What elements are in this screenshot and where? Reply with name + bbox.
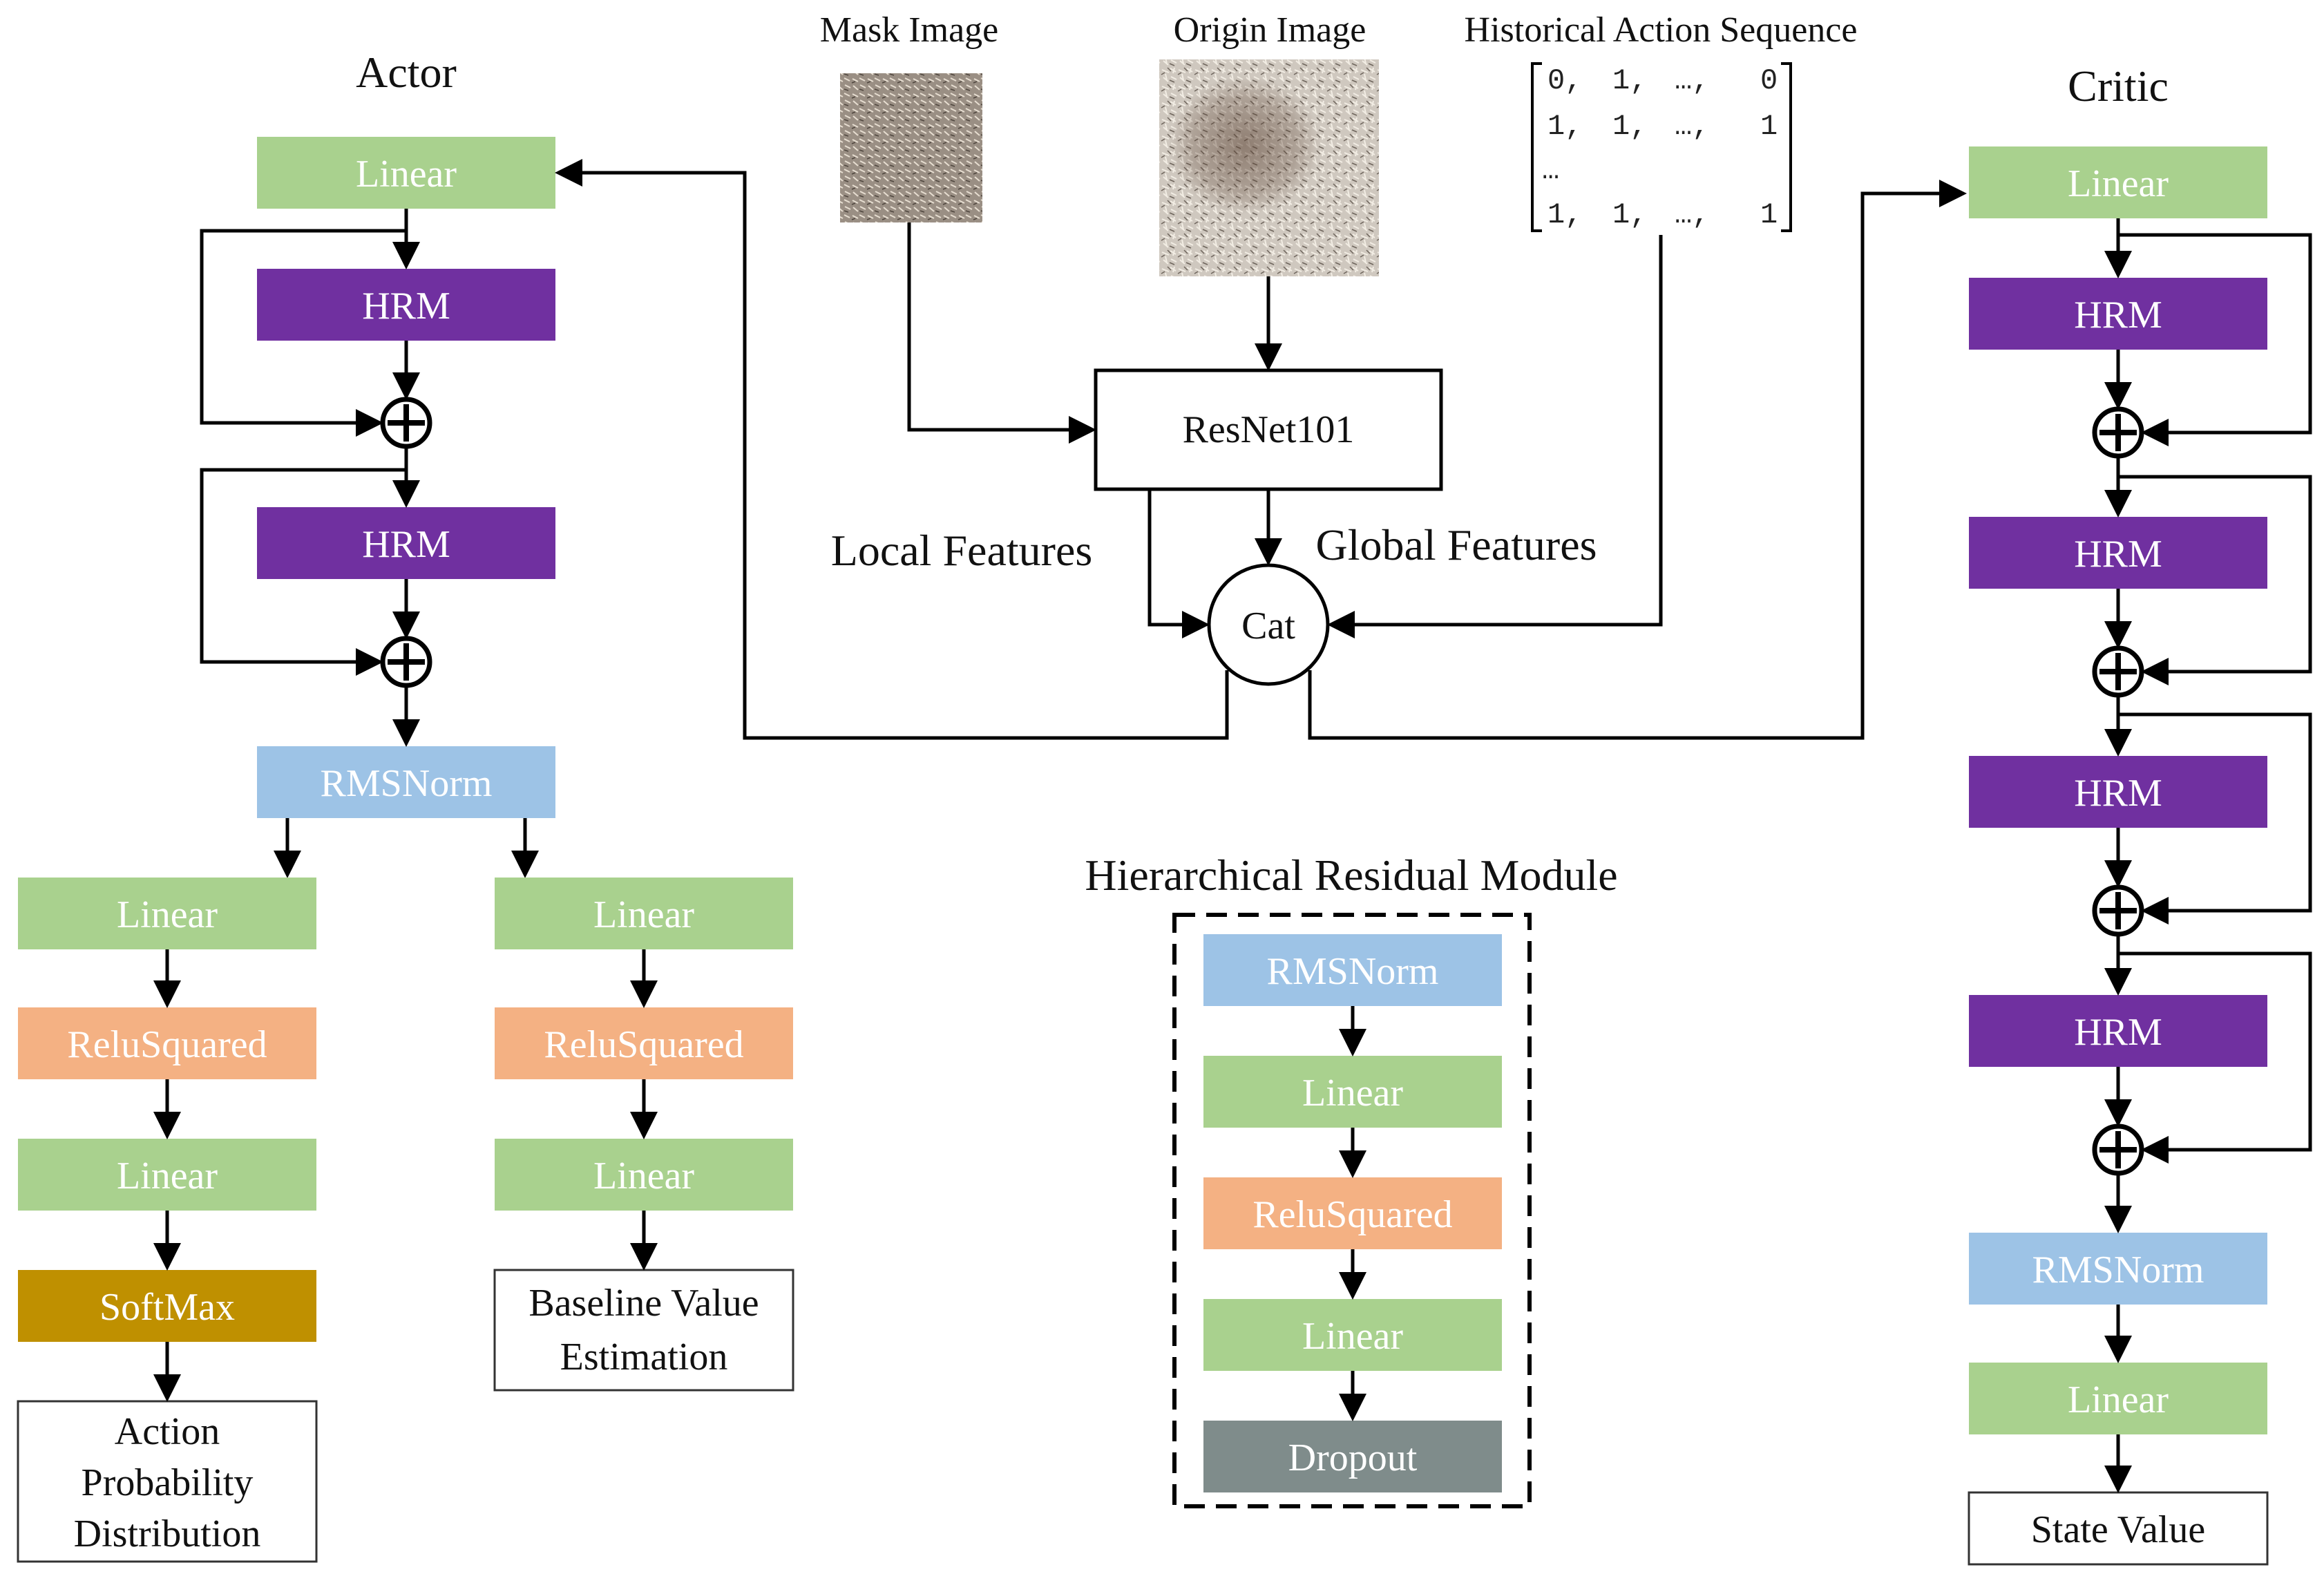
actor-connectors: [200, 209, 539, 878]
matrix-cell: 1,: [1612, 198, 1647, 231]
svg-text:Linear: Linear: [117, 893, 218, 936]
matrix-cell: …,: [1675, 198, 1709, 231]
svg-text:Linear: Linear: [593, 893, 694, 936]
svg-text:ReluSquared: ReluSquared: [1253, 1193, 1452, 1236]
global-features-label: Global Features: [1316, 520, 1597, 569]
actor-softmax-block: SoftMax: [18, 1270, 316, 1342]
actor-left-linear-1: Linear: [18, 878, 316, 949]
matrix-cell: 1,: [1612, 64, 1647, 97]
actor-left-relusquared: ReluSquared: [18, 1007, 316, 1079]
hrm-module-dropout: Dropout: [1203, 1421, 1502, 1492]
actor-title: Actor: [356, 48, 457, 97]
svg-text:HRM: HRM: [2074, 294, 2162, 336]
critic-hrm-block-4: HRM: [1969, 995, 2267, 1067]
svg-text:Linear: Linear: [1302, 1072, 1403, 1115]
critic-title: Critic: [2068, 61, 2169, 111]
actor-right-linear-1: Linear: [495, 878, 793, 949]
svg-text:Probability: Probability: [82, 1461, 254, 1504]
matrix-cell: …: [1542, 154, 1559, 187]
matrix-cell: 1,: [1547, 198, 1582, 231]
svg-text:State Value: State Value: [2031, 1508, 2205, 1551]
resnet101-block: ResNet101: [1094, 368, 1443, 491]
action-sequence-matrix: 0, 1, …, 0 1, 1, …, 1 … 1, 1, …, 1: [1531, 62, 1792, 232]
local-features-label: Local Features: [831, 526, 1093, 575]
actor-left-linear-2: Linear: [18, 1139, 316, 1211]
actor-right-linear-2: Linear: [495, 1139, 793, 1211]
hrm-module-linear-1: Linear: [1203, 1056, 1502, 1128]
svg-text:Linear: Linear: [1302, 1315, 1403, 1358]
actor-add-icon-2: [380, 636, 432, 688]
matrix-cell: 1: [1760, 198, 1778, 231]
origin-image-label: Origin Image: [1174, 10, 1366, 50]
actor-hrm-block-1: HRM: [257, 269, 555, 341]
critic-add-icon-3: [2092, 884, 2144, 937]
origin-image-thumbnail: [1159, 59, 1379, 276]
matrix-cell: 1: [1760, 110, 1778, 143]
svg-text:ResNet101: ResNet101: [1183, 408, 1355, 451]
critic-connectors: [2104, 218, 2312, 1493]
critic-hrm-block-2: HRM: [1969, 517, 2267, 589]
actor-add-icon-1: [380, 397, 432, 449]
matrix-cell: 1,: [1612, 110, 1647, 143]
cat-node: Cat: [1207, 563, 1330, 686]
critic-add-icon-2: [2092, 645, 2144, 698]
matrix-cell: …,: [1675, 110, 1709, 143]
svg-text:HRM: HRM: [2074, 533, 2162, 576]
svg-text:Estimation: Estimation: [560, 1336, 728, 1378]
svg-text:SoftMax: SoftMax: [99, 1286, 235, 1329]
state-value-output: State Value: [1968, 1491, 2269, 1566]
mask-image-label: Mask Image: [820, 10, 998, 50]
critic-rmsnorm-block: RMSNorm: [1969, 1233, 2267, 1305]
critic-add-icon-4: [2092, 1123, 2144, 1176]
hrm-module-title: Hierarchical Residual Module: [1085, 851, 1617, 900]
svg-text:Linear: Linear: [2068, 1378, 2169, 1421]
svg-text:Linear: Linear: [593, 1155, 694, 1197]
svg-text:RMSNorm: RMSNorm: [2032, 1249, 2204, 1291]
hrm-module-rmsnorm: RMSNorm: [1203, 934, 1502, 1006]
critic-hrm-block-1: HRM: [1969, 278, 2267, 350]
svg-text:ReluSquared: ReluSquared: [67, 1023, 267, 1066]
svg-text:HRM: HRM: [362, 523, 450, 566]
svg-text:Dropout: Dropout: [1288, 1436, 1418, 1479]
hrm-module-frame: [1172, 913, 1532, 1508]
actor-right-relusquared: ReluSquared: [495, 1007, 793, 1079]
matrix-cell: 0,: [1547, 64, 1582, 97]
svg-text:Linear: Linear: [2068, 162, 2169, 205]
svg-text:Baseline Value: Baseline Value: [528, 1282, 759, 1325]
svg-text:Distribution: Distribution: [74, 1513, 261, 1555]
center-connectors: [555, 159, 1967, 740]
svg-text:Linear: Linear: [356, 153, 457, 196]
actor-rmsnorm-block: RMSNorm: [257, 746, 555, 818]
matrix-cell: …,: [1675, 64, 1709, 97]
hrm-module-relusquared: ReluSquared: [1203, 1177, 1502, 1249]
svg-text:HRM: HRM: [2074, 1011, 2162, 1054]
svg-text:RMSNorm: RMSNorm: [321, 762, 493, 805]
svg-text:HRM: HRM: [362, 285, 450, 328]
critic-linear-block-2: Linear: [1969, 1363, 2267, 1434]
actor-linear-block: Linear: [257, 137, 555, 209]
svg-text:Action: Action: [115, 1410, 220, 1453]
svg-text:RMSNorm: RMSNorm: [1267, 950, 1439, 993]
critic-add-icon-1: [2092, 406, 2144, 459]
svg-text:ReluSquared: ReluSquared: [544, 1023, 743, 1066]
svg-text:HRM: HRM: [2074, 772, 2162, 815]
hrm-module-linear-2: Linear: [1203, 1299, 1502, 1371]
svg-text:Linear: Linear: [117, 1155, 218, 1197]
baseline-value-output: Baseline Value Estimation: [493, 1269, 794, 1392]
action-probability-output: Action Probability Distribution: [17, 1400, 318, 1563]
critic-hrm-block-3: HRM: [1969, 756, 2267, 828]
mask-image-thumbnail: [840, 73, 982, 222]
historical-action-sequence-label: Historical Action Sequence: [1465, 10, 1858, 50]
critic-linear-block-1: Linear: [1969, 146, 2267, 218]
matrix-cell: 1,: [1547, 110, 1582, 143]
actor-hrm-block-2: HRM: [257, 507, 555, 579]
svg-text:Cat: Cat: [1241, 605, 1295, 647]
matrix-cell: 0: [1760, 64, 1778, 97]
